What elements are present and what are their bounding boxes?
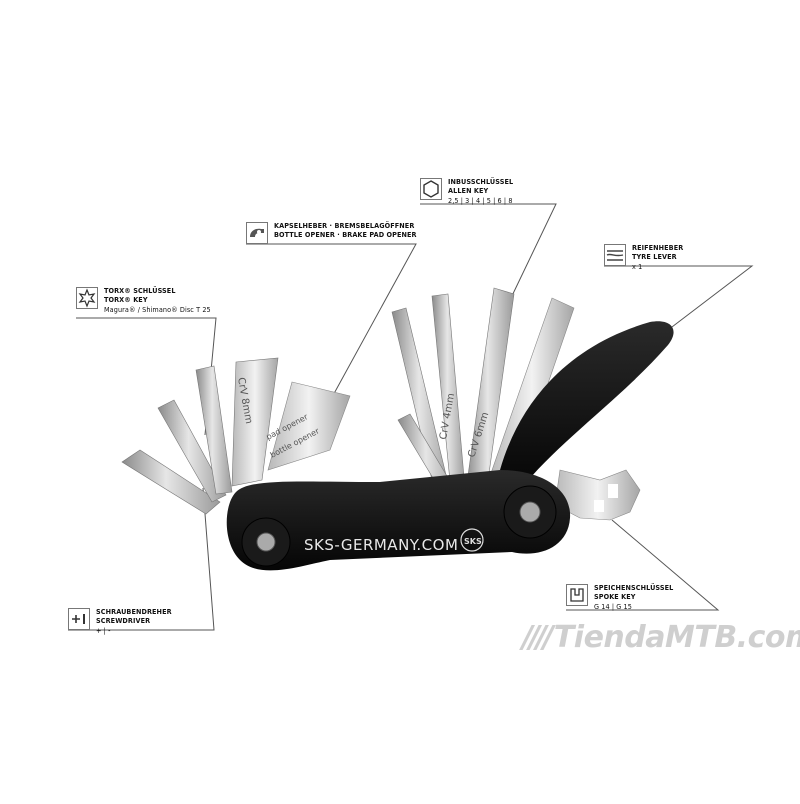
torx-title-de: TORX® SCHLÜSSEL: [104, 286, 176, 295]
torx-title-en: TORX® KEY: [104, 295, 148, 305]
sks-logo-text: SKS: [464, 537, 482, 546]
allen-title-en: ALLEN KEY: [448, 186, 489, 196]
watermark-text: TiendaMTB.com: [553, 620, 800, 655]
bottle-opener-icon: [246, 222, 268, 244]
screw-title-de: SCHRAUBENDREHER: [96, 607, 172, 616]
allen-title-de: INBUSSCHLÜSSEL: [448, 177, 514, 186]
bottle-title-en: BOTTLE OPENER · BRAKE PAD OPENER: [274, 230, 417, 240]
torx-star-icon: [76, 287, 98, 309]
torx-detail: Magura® / Shimano® Disc T 25: [104, 304, 211, 314]
sks-logo-icon: [460, 528, 484, 552]
screwdriver-icon: [68, 608, 90, 630]
brand-text: SKS-GERMANY.COM: [304, 536, 458, 554]
spoke-title-de: SPEICHENSCHLÜSSEL: [594, 583, 674, 592]
bottle-title-de: KAPSELHEBER · BREMSBELAGÖFFNER: [274, 221, 415, 230]
pointer-lines: [68, 203, 754, 631]
tool-body: SKS-GERMANY.COM SKS: [226, 470, 571, 571]
spoke-sizes: G 14 | G 15: [594, 601, 632, 611]
hexagon-icon: [420, 178, 442, 200]
tyre-lever-icon: [604, 244, 626, 266]
tyre-lever: [500, 321, 674, 490]
screw-types: + | -: [96, 625, 111, 635]
watermark: ////TiendaMTB.com: [522, 620, 800, 655]
screw-title-en: SCREWDRIVER: [96, 616, 151, 626]
spoke-title-en: SPOKE KEY: [594, 592, 636, 602]
spoke-key-icon: [566, 584, 588, 606]
tyre-title-de: REIFENHEBER: [632, 243, 684, 252]
tyre-count: x 1: [632, 261, 643, 271]
watermark-bars: ////: [522, 620, 554, 655]
allen-sizes: 2,5 | 3 | 4 | 5 | 6 | 8: [448, 195, 513, 205]
tyre-title-en: TYRE LEVER: [632, 252, 677, 262]
